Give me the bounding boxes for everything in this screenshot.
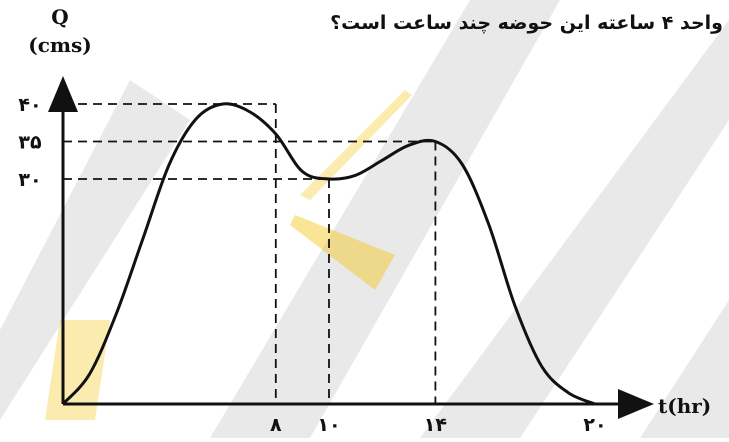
y-axis-label: Q bbox=[51, 5, 68, 29]
watermark-stripe bbox=[420, 20, 729, 438]
y-axis-unit: (cms) bbox=[28, 33, 92, 57]
x-tick-label: ۱۴ bbox=[424, 414, 447, 436]
series-layer bbox=[61, 102, 596, 406]
hydrograph-line bbox=[61, 102, 596, 406]
watermark-corner bbox=[45, 320, 110, 420]
reference-lines bbox=[63, 103, 437, 404]
axes bbox=[48, 76, 654, 419]
x-tick-label: ۸ bbox=[270, 414, 282, 436]
watermark-stripe bbox=[0, 80, 190, 420]
watermark-beam bbox=[300, 90, 412, 200]
watermark-stripe bbox=[210, 0, 560, 438]
y-tick-label: ۳۵ bbox=[18, 132, 42, 154]
y-tick-label: ۳۰ bbox=[18, 169, 41, 191]
watermark-beam bbox=[290, 215, 395, 290]
tick-labels: ۸ ۱۰ ۱۴ ۲۰ ۳۰ ۳۵ ۴۰ bbox=[18, 94, 606, 436]
question-text: واحد ۴ ساعته این حوضه چند ساعت است؟ bbox=[330, 12, 723, 34]
x-tick-label: ۱۰ bbox=[317, 414, 340, 436]
watermark-stripe bbox=[640, 300, 729, 438]
x-axis-label: t(hr) bbox=[658, 394, 711, 418]
x-tick-label: ۲۰ bbox=[583, 414, 606, 436]
y-tick-label: ۴۰ bbox=[18, 94, 41, 116]
